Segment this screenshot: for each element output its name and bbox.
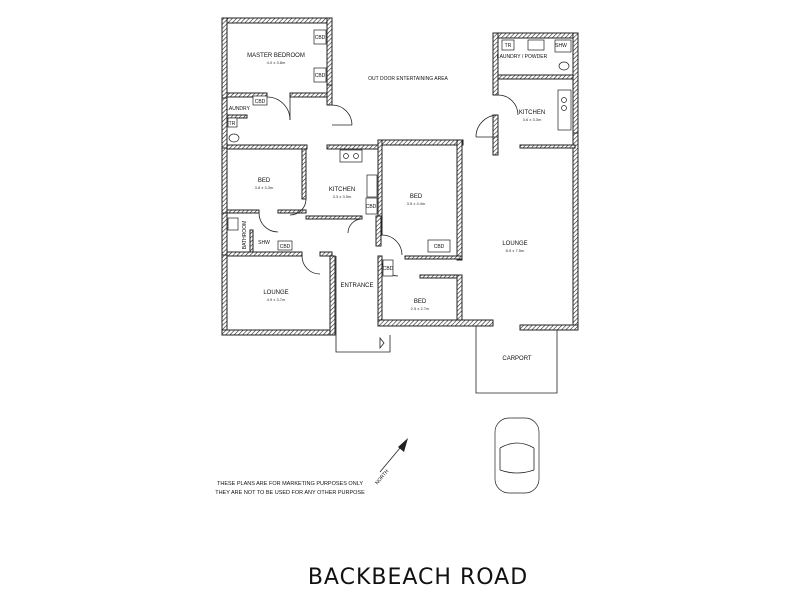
north-arrow-icon: NORTH [374, 438, 408, 486]
svg-text:3.8 x 3.3m: 3.8 x 3.3m [255, 185, 274, 190]
car-icon [494, 417, 540, 494]
entrance-label: ENTRANCE [340, 283, 373, 289]
kitchen-mid-label: KITCHEN [329, 187, 355, 193]
svg-text:4.9 x 3.7m: 4.9 x 3.7m [267, 297, 286, 302]
lounge-left-label: LOUNGE [263, 290, 288, 296]
svg-text:CBD: CBD [383, 266, 394, 272]
svg-text:CBD: CBD [315, 35, 326, 41]
fixtures: CBD CBD CBD TR CBD CBD CBD CBD TR [227, 29, 572, 277]
svg-text:CBD: CBD [434, 244, 445, 250]
master-bedroom-label: MASTER BEDROOM [247, 53, 305, 59]
svg-text:CBD: CBD [255, 99, 266, 105]
svg-text:4.0 x 3.8m: 4.0 x 3.8m [267, 60, 286, 65]
svg-text:CBD: CBD [315, 73, 326, 79]
outline-extras [335, 256, 558, 394]
bathroom-label: BATHROOM [242, 221, 248, 250]
svg-text:THEY ARE NOT TO BE USED FOR AN: THEY ARE NOT TO BE USED FOR ANY OTHER PU… [215, 490, 365, 496]
north-label: NORTH [374, 468, 390, 486]
svg-text:3.6 x 3.3m: 3.6 x 3.3m [523, 117, 542, 122]
carport-label: CARPORT [502, 356, 532, 362]
svg-text:8.5 x 7.5m: 8.5 x 7.5m [506, 248, 525, 253]
outdoor-area-label: OUT DOOR ENTERTAINING AREA [368, 76, 448, 82]
svg-text:LAUNDRY / POWDER: LAUNDRY / POWDER [497, 54, 548, 60]
svg-text:TR: TR [505, 43, 512, 49]
lounge-right-label: LOUNGE [502, 241, 527, 247]
svg-text:2.5 x 2.7m: 2.5 x 2.7m [411, 306, 430, 311]
svg-text:SHW: SHW [555, 43, 567, 49]
svg-text:TR: TR [229, 121, 236, 127]
walls [221, 17, 579, 336]
disclaimer: THESE PLANS ARE FOR MARKETING PURPOSES O… [215, 481, 365, 496]
doors [258, 94, 519, 277]
kitchen-right-label: KITCHEN [519, 110, 545, 116]
svg-text:3.5 x 4.4m: 3.5 x 4.4m [407, 201, 426, 206]
svg-text:SHW: SHW [258, 240, 270, 246]
svg-text:CBD: CBD [366, 204, 377, 210]
svg-text:3.3 x 3.5m: 3.3 x 3.5m [333, 194, 352, 199]
svg-text:CBD: CBD [280, 244, 291, 250]
svg-text:THESE PLANS ARE FOR MARKETING: THESE PLANS ARE FOR MARKETING PURPOSES O… [217, 481, 363, 487]
bed-left-label: BED [258, 178, 271, 184]
bed-small-label: BED [414, 299, 427, 305]
road-name: BACKBEACH ROAD [308, 565, 528, 590]
bed-mid-label: BED [410, 194, 423, 200]
room-labels: MASTER BEDROOM 4.0 x 3.8m LAUNDRY BED 3.… [226, 43, 567, 362]
svg-text:LAUNDRY: LAUNDRY [226, 106, 250, 112]
